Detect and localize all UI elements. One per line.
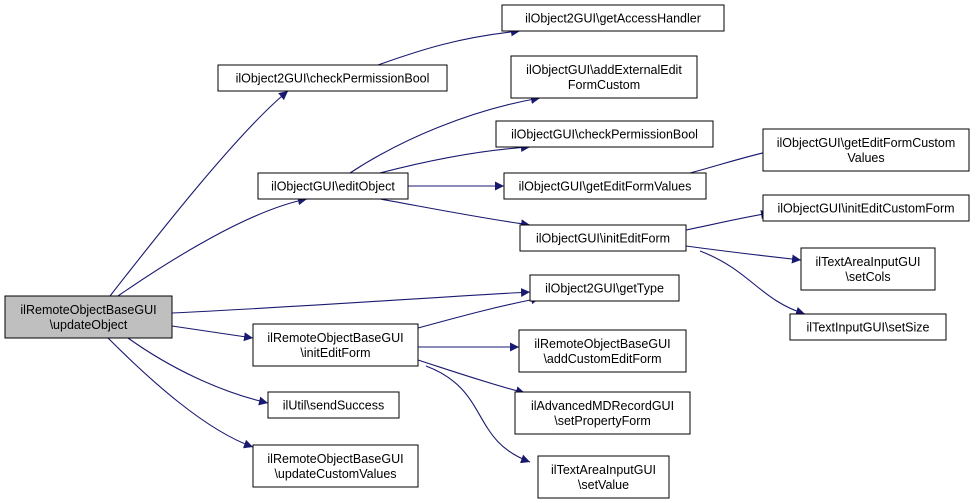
node-propForm[interactable]: ilAdvancedMDRecordGUI\setPropertyForm	[514, 391, 691, 435]
node-root[interactable]: ilRemoteObjectBaseGUI\updateObject	[4, 295, 173, 339]
edge-root-to-edit	[117, 196, 308, 297]
edge-rInit-to-getType	[417, 295, 541, 329]
node-label: \setValue	[578, 478, 629, 492]
node-box	[501, 4, 725, 32]
edge-initForm-to-setSize	[699, 250, 806, 316]
node-setValue[interactable]: ilTextAreaInputGUI\setValue	[537, 455, 670, 499]
node-label: ilObject2GUI\getAccessHandler	[525, 12, 701, 26]
node-label: ilObjectGUI\getEditFormCustom	[777, 136, 956, 150]
node-initCust[interactable]: ilObjectGUI\initEditCustomForm	[762, 194, 970, 222]
node-box	[537, 455, 670, 499]
node-addCust[interactable]: ilRemoteObjectBaseGUI\addCustomEditForm	[518, 329, 687, 373]
node-box	[514, 391, 691, 435]
node-label: ilUtil\sendSuccess	[283, 399, 384, 413]
edge-getVals-to-custVals	[689, 147, 776, 174]
node-box	[762, 128, 970, 172]
node-box	[519, 224, 687, 252]
edge-edit-to-addExt	[349, 95, 541, 174]
edge-initForm-to-initCust	[685, 210, 771, 231]
node-label: FormCustom	[568, 78, 640, 92]
node-label: ilRemoteObjectBaseGUI	[267, 331, 403, 345]
node-box	[503, 172, 707, 200]
node-label: ilObjectGUI\editObject	[271, 180, 395, 194]
node-label: ilObjectGUI\initEditForm	[536, 232, 670, 246]
node-label: \updateCustomValues	[274, 467, 396, 481]
node-box	[800, 247, 936, 291]
node-box	[267, 391, 400, 419]
node-label: ilObjectGUI\checkPermissionBool	[511, 128, 698, 142]
node-label: ilRemoteObjectBaseGUI	[20, 303, 156, 317]
node-box	[789, 313, 947, 341]
node-box	[762, 194, 970, 222]
node-label: \initEditForm	[300, 346, 370, 360]
node-label: \setPropertyForm	[554, 414, 651, 428]
edge-rInit-to-setValue	[425, 365, 531, 464]
node-chkBool[interactable]: ilObjectGUI\checkPermissionBool	[495, 120, 714, 148]
node-label: ilObject2GUI\getType	[545, 282, 664, 296]
edge-rInit-to-propForm	[417, 359, 526, 396]
node-updCust[interactable]: ilRemoteObjectBaseGUI\updateCustomValues	[252, 444, 419, 488]
node-getVals[interactable]: ilObjectGUI\getEditFormValues	[503, 172, 707, 200]
node-label: \updateObject	[50, 318, 128, 332]
node-chkBool2[interactable]: ilObject2GUI\checkPermissionBool	[217, 64, 448, 92]
node-initForm[interactable]: ilObjectGUI\initEditForm	[519, 224, 687, 252]
node-label: \setCols	[845, 270, 890, 284]
node-label: \addCustomEditForm	[543, 352, 661, 366]
node-box	[518, 329, 687, 373]
edge-root-to-rInit	[171, 325, 254, 342]
node-label: ilObject2GUI\checkPermissionBool	[236, 72, 430, 86]
node-edit[interactable]: ilObjectGUI\editObject	[257, 172, 409, 200]
node-label: ilTextAreaInputGUI	[551, 463, 656, 477]
node-box	[252, 323, 419, 367]
edge-edit-to-chkBool	[379, 143, 531, 174]
node-access[interactable]: ilObject2GUI\getAccessHandler	[501, 4, 725, 32]
node-setSize[interactable]: ilTextInputGUI\setSize	[789, 313, 947, 341]
node-box	[252, 444, 419, 488]
node-box	[495, 120, 714, 148]
node-label: ilTextAreaInputGUI	[816, 255, 921, 269]
node-label: ilRemoteObjectBaseGUI	[267, 452, 403, 466]
node-box	[510, 55, 698, 99]
edge-root-to-chkBool2	[109, 90, 289, 297]
edge-root-to-send	[127, 337, 269, 406]
node-box	[4, 295, 173, 339]
node-send[interactable]: ilUtil\sendSuccess	[267, 391, 400, 419]
node-label: ilRemoteObjectBaseGUI	[534, 337, 670, 351]
node-label: ilAdvancedMDRecordGUI	[531, 399, 674, 413]
node-box	[257, 172, 409, 200]
node-box	[217, 64, 448, 92]
node-label: ilObjectGUI\addExternalEdit	[526, 63, 682, 77]
node-getType[interactable]: ilObject2GUI\getType	[529, 274, 680, 302]
edge-root-to-updCust	[107, 337, 254, 449]
edge-edit-to-initForm	[379, 198, 531, 229]
node-label: Values	[847, 151, 884, 165]
node-rInit[interactable]: ilRemoteObjectBaseGUI\initEditForm	[252, 323, 419, 367]
edge-initForm-to-setCols	[685, 245, 802, 264]
node-box	[529, 274, 680, 302]
node-setCols[interactable]: ilTextAreaInputGUI\setCols	[800, 247, 936, 291]
node-label: ilObjectGUI\initEditCustomForm	[777, 202, 954, 216]
edge-chkBool2-to-access	[377, 27, 521, 66]
node-label: ilTextInputGUI\setSize	[807, 321, 930, 335]
edge-root-to-getType	[171, 287, 531, 314]
node-label: ilObjectGUI\getEditFormValues	[519, 180, 692, 194]
